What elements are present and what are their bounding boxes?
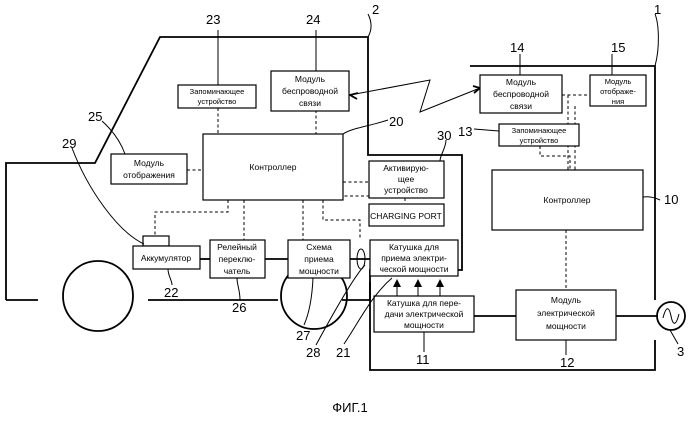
numeral-3: 3 <box>677 344 684 359</box>
leader-26 <box>237 278 240 300</box>
display-station-line2: отображе- <box>600 87 636 96</box>
activation-line3: устройство <box>384 185 428 195</box>
memory-vehicle-line2: устройство <box>198 97 237 106</box>
tx-coil-line2: дачи электрической <box>385 309 464 319</box>
battery-block: Аккумулятор <box>133 236 200 269</box>
receiving-coil-block: Катушка для приема электри- ческой мощно… <box>370 240 458 276</box>
numeral-24: 24 <box>306 12 320 27</box>
numeral-12: 12 <box>560 355 574 370</box>
numeral-22: 22 <box>164 285 178 300</box>
controller-vehicle-block: Контроллер <box>203 134 343 200</box>
wireless-station-line1: Модуль <box>506 77 537 87</box>
numeral-14: 14 <box>510 40 524 55</box>
numeral-10: 10 <box>664 192 678 207</box>
numeral-21: 21 <box>336 345 350 360</box>
charging-port-label: CHARGING PORT <box>370 211 442 221</box>
display-vehicle-line2: отображения <box>123 170 175 180</box>
transmitting-coil-block: Катушка для пере- дачи электрической мощ… <box>374 296 474 332</box>
rx-coil-line3: ческой мощности <box>380 264 449 274</box>
ac-wave <box>663 309 679 324</box>
wireless-station-line2: беспроводной <box>493 89 549 99</box>
wireless-station-line3: связи <box>510 101 532 111</box>
relay-line3: чатель <box>224 266 251 276</box>
wireless-station-block: Модуль беспроводной связи <box>480 75 562 113</box>
leader-20 <box>343 120 388 134</box>
controller-battery-link <box>155 200 228 236</box>
wireless-zigzag <box>350 80 480 112</box>
numeral-1: 1 <box>654 2 661 17</box>
power-receiving-circuit-block: Схема приема мощности <box>288 240 350 278</box>
display-station-line3: ния <box>612 97 624 106</box>
memory-station-line1: Запоминающее <box>512 126 567 135</box>
numeral-30: 30 <box>437 128 451 143</box>
transfer-arrowhead-2 <box>414 279 422 287</box>
numeral-25: 25 <box>88 109 102 124</box>
rx-coil-line1: Катушка для <box>389 242 439 252</box>
controller-coil-link <box>323 200 360 240</box>
tx-coil-line3: мощности <box>404 320 444 330</box>
controller-port-link <box>343 196 369 200</box>
numeral-29: 29 <box>62 136 76 151</box>
controller-vehicle-label: Контроллер <box>250 162 297 172</box>
memory-vehicle-line1: Запоминающее <box>190 87 245 96</box>
activation-block: Активирую- щее устройство <box>369 161 444 198</box>
controller-station-label: Контроллер <box>544 195 591 205</box>
power-module-line3: мощности <box>546 321 586 331</box>
leader-3 <box>670 330 678 344</box>
power-module-line1: Модуль <box>551 295 582 305</box>
numeral-28: 28 <box>306 345 320 360</box>
display-station-block: Модуль отображе- ния <box>590 75 646 106</box>
numeral-13: 13 <box>458 124 472 139</box>
display-station-line1: Модуль <box>605 77 632 86</box>
relay-line2: переклю- <box>219 254 256 264</box>
numeral-2: 2 <box>372 2 379 17</box>
power-module-line2: электрической <box>537 308 595 318</box>
wireless-arrow-left <box>350 93 358 99</box>
leader-2 <box>368 14 371 37</box>
figure-caption: ФИГ.1 <box>332 400 368 415</box>
wireless-vehicle-block: Модуль беспроводной связи <box>271 71 349 111</box>
wireless-vehicle-line1: Модуль <box>295 74 326 84</box>
prc-line1: Схема <box>306 242 332 252</box>
leader-13 <box>474 129 499 131</box>
wireless-vehicle-line3: связи <box>299 98 321 108</box>
charging-port-block: CHARGING PORT <box>369 204 444 226</box>
numeral-26: 26 <box>232 300 246 315</box>
power-module-block: Модуль электрической мощности <box>516 290 616 340</box>
activation-line1: Активирую- <box>383 163 429 173</box>
numeral-23: 23 <box>206 12 220 27</box>
leader-27 <box>304 278 313 325</box>
rx-coil-line2: приема электри- <box>381 253 447 263</box>
leader-30 <box>440 140 446 161</box>
display-vehicle-line1: Модуль <box>134 158 165 168</box>
station-memory-controller-link <box>540 146 570 170</box>
relay-line1: Релейный <box>217 242 257 252</box>
tx-coil-line1: Катушка для пере- <box>387 298 461 308</box>
relay-block: Релейный переклю- чатель <box>210 240 265 278</box>
numeral-11: 11 <box>416 352 430 367</box>
numeral-20: 20 <box>389 114 403 129</box>
wireless-vehicle-line2: беспроводной <box>282 86 338 96</box>
transfer-arrowhead-1 <box>393 279 401 287</box>
battery-label: Аккумулятор <box>141 253 191 263</box>
prc-line2: приема <box>304 254 334 264</box>
leader-22 <box>168 269 172 285</box>
transfer-arrowhead-3 <box>436 279 444 287</box>
leader-10 <box>643 197 660 200</box>
memory-station-block: Запоминающее устройство <box>499 124 579 146</box>
controller-station-block: Контроллер <box>492 170 643 230</box>
activation-line2: щее <box>398 174 415 184</box>
memory-station-line2: устройство <box>520 136 559 145</box>
rear-wheel <box>63 261 133 331</box>
prc-line3: мощности <box>299 266 339 276</box>
numeral-15: 15 <box>611 40 625 55</box>
display-vehicle-block: Модуль отображения <box>111 154 187 184</box>
numeral-27: 27 <box>296 328 310 343</box>
memory-vehicle-block: Запоминающее устройство <box>178 85 256 108</box>
leader-1 <box>655 14 658 66</box>
